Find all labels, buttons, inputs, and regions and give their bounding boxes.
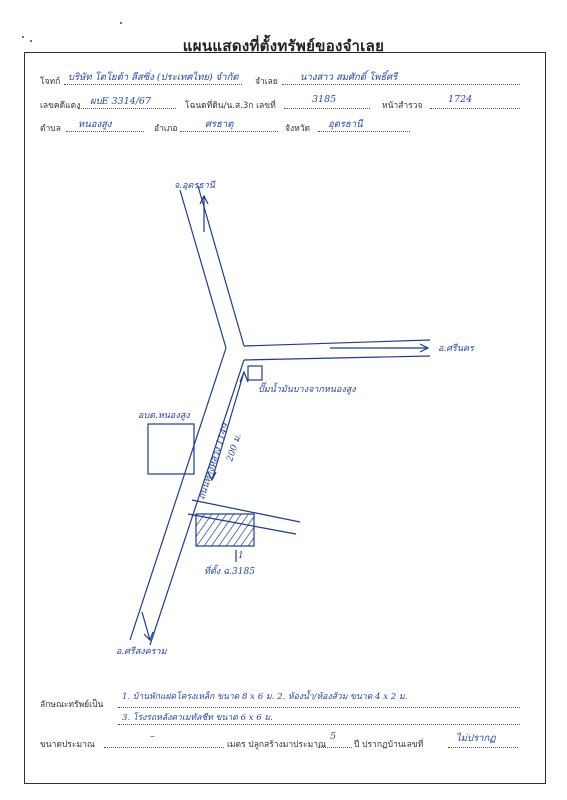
years-line [318,747,352,748]
subdistrict-line [66,131,144,132]
page-label: หน้าสำรวจ [382,101,423,111]
label-east-road: อ.ศรีนคร [438,343,475,354]
scan-speck [120,22,122,24]
label-ref-marker: ปั๊มน้ำมันบางจากหนองสูง [258,382,356,395]
page-title: แผนแสดงที่ตั้งทรัพย์ของจำเลย [182,37,385,55]
label-main-road: ถนนทางหลวง 1149 [197,422,231,501]
scan-speck [22,36,24,38]
province-value: อุดรธานี [328,119,363,130]
deed-label: โฉนดที่ดิน/น.ส.3ก เลขที่ [185,101,276,111]
arrow-south [141,611,154,642]
house-no-line [448,747,518,748]
distance-arrow [207,370,249,482]
ref-marker-box [247,365,263,381]
desc-value-1: 1. บ้านพักแฝดโครงเหล็ก ขนาด 8 x 6 ม. 2. … [122,692,408,702]
years-value: 5 [330,731,337,742]
case-value: ผบE 3314/67 [90,96,152,107]
plaintiff-label: โจทก์ [40,77,61,87]
label-south-road: อ.ศรีสงคราม [116,646,168,657]
desc-label: ลักษณะทรัพย์เป็น [40,700,104,710]
school-building [147,423,195,475]
subdistrict-label: ตำบล [40,124,61,134]
size-line [104,747,224,748]
document-frame [24,52,546,784]
deed-line [284,108,370,109]
road-plot-top-edge [191,499,301,523]
road-main-right-edge [149,359,245,646]
desc-value-2: 3. โรงรถหลังคาเมทัลชีท ขนาด 6 x 6 ม. [122,713,273,723]
defendant-line [282,84,520,85]
plaintiff-value: บริษัท โตโยต้า ลีสซิ่ง (ประเทศไทย) จำกัด [68,72,239,83]
case-label: เลขคดีแดง [40,101,81,111]
road-north-right-edge [197,185,245,347]
province-line [318,131,410,132]
year-label: ปี ปรากฏบ้านเลขที่ [354,740,424,750]
label-plot: ที่ตั้ง ฉ.3185 [204,564,255,577]
province-label: จังหวัด [285,124,311,134]
road-east-bottom-edge [243,355,431,361]
subdistrict-value: หนองสูง [78,119,112,130]
district-value: ศรธาตุ [205,119,234,130]
label-north-road: จ.อุดรธานี [174,180,216,191]
label-plot-number: 1 [238,551,244,561]
district-label: อำเภอ [154,124,178,134]
house-no-value: ไม่ปรากฏ [456,733,496,744]
road-north-left-edge [179,189,227,349]
scan-speck [30,40,32,42]
page-value: 1724 [448,94,473,105]
road-east-top-edge [243,339,431,347]
deed-value: 3185 [312,94,337,105]
defendant-label: จำเลย [255,77,278,87]
defendant-value: นางสาว สมศักดิ์ โพธิ์ศรี [300,72,398,83]
plot-parcel [195,513,255,547]
desc-line-2 [118,724,520,725]
label-school: อบต.หนองสูง [138,411,190,421]
page-line [430,108,520,109]
label-distance: 200 ม. [225,432,244,464]
road-main-left-edge [129,347,227,641]
size-value: – [150,731,155,742]
desc-line-1 [118,707,520,708]
district-line [180,131,278,132]
arrow-east [330,343,430,353]
size-label: ขนาดประมาณ [40,740,95,750]
plaintiff-line [64,84,242,85]
case-line [78,108,176,109]
meter-label: เมตร ปลูกสร้างมาประมาณ [227,740,326,750]
arrow-north [199,194,209,232]
